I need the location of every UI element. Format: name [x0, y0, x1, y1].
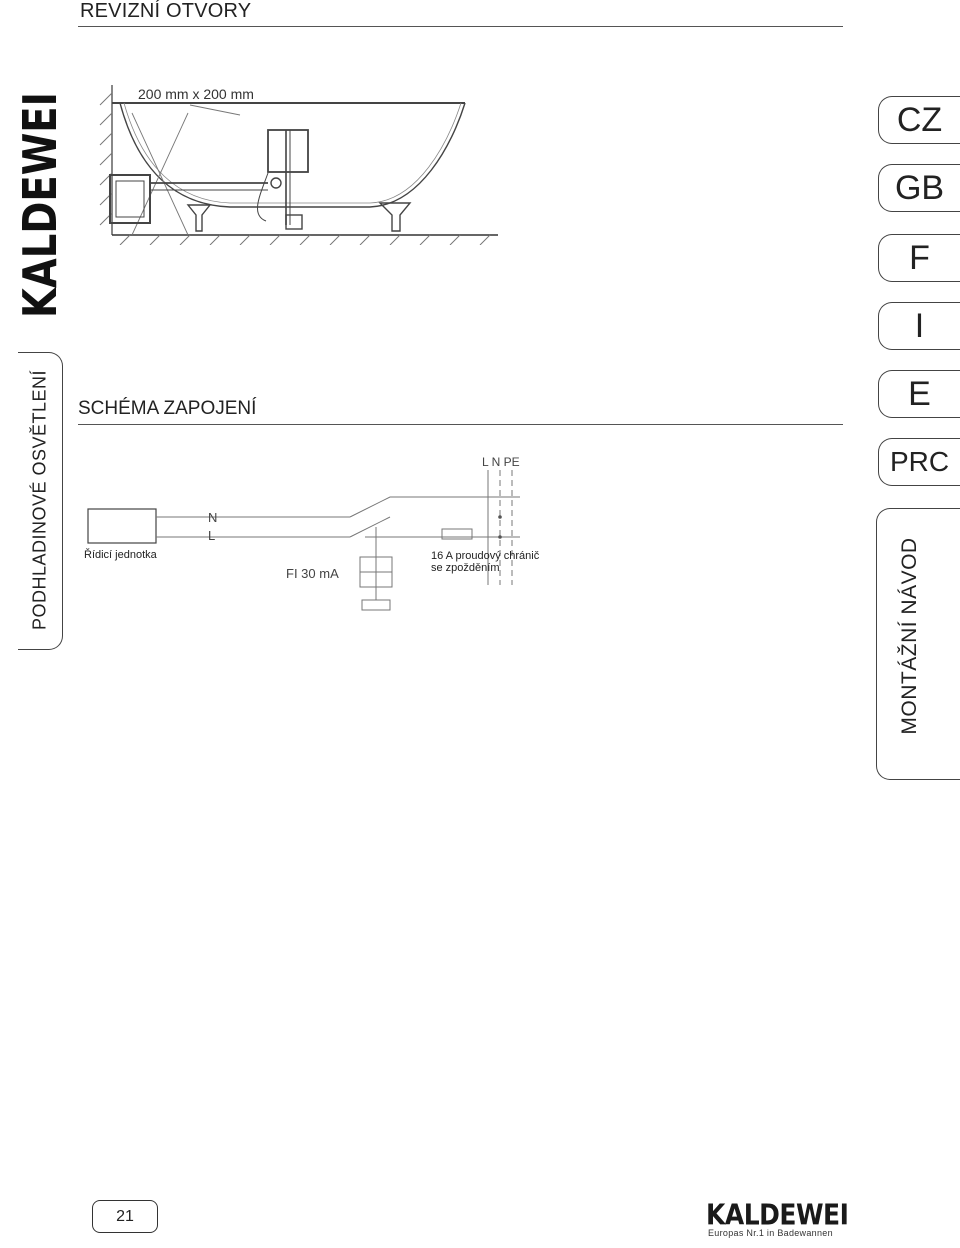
- manual-tab-text-wrap: MONTÁŽNÍ NÁVOD: [876, 508, 960, 780]
- footer-brand-slogan: Europas Nr.1 in Badewannen: [708, 1228, 833, 1238]
- fuse-symbol: [441, 528, 473, 540]
- mains-label: L N PE: [482, 455, 520, 469]
- tab-lang-gb[interactable]: GB: [878, 164, 960, 212]
- manual-tab-label: MONTÁŽNÍ NÁVOD: [897, 537, 921, 735]
- tab-lang-f[interactable]: F: [878, 234, 960, 282]
- terminal-n-label: N: [208, 510, 217, 525]
- page-number: 21: [92, 1200, 158, 1233]
- rcd-label: FI 30 mA: [286, 566, 339, 581]
- side-tab-label: PODHLADINOVÉ OSVĚTLENÍ: [29, 369, 50, 631]
- side-tab-text-wrap: PODHLADINOVÉ OSVĚTLENÍ: [18, 352, 62, 648]
- schema-rule: [78, 424, 843, 425]
- dimension-label: 200 mm x 200 mm: [138, 86, 254, 102]
- footer-brand-logo: KALDEWEI: [706, 1198, 849, 1232]
- tab-lang-cz[interactable]: CZ: [878, 96, 960, 144]
- tab-lang-prc[interactable]: PRC: [878, 438, 960, 486]
- brand-logo-text: KALDEWEI: [13, 92, 66, 318]
- terminal-l-label: L: [208, 528, 215, 543]
- control-unit-label: Řídicí jednotka: [84, 549, 157, 561]
- tab-lang-e[interactable]: E: [878, 370, 960, 418]
- header-rule: [78, 26, 843, 27]
- side-tab: [18, 352, 63, 650]
- control-unit-box: [87, 508, 157, 544]
- section-title: REVIZNÍ OTVORY: [80, 0, 252, 22]
- schema-title: SCHÉMA ZAPOJENÍ: [78, 398, 257, 419]
- bathtub-installation-drawing: 200 mm x 200 mm: [99, 85, 498, 245]
- manual-tab: [876, 508, 960, 780]
- kaldewei-logo: KALDEWEI: [13, 92, 66, 318]
- breaker-label: 16 A proudový chránič se zpožděním: [431, 550, 540, 574]
- tab-lang-i[interactable]: I: [878, 302, 960, 350]
- wiring-diagram: N L FI 30 mA L N PE: [87, 455, 520, 611]
